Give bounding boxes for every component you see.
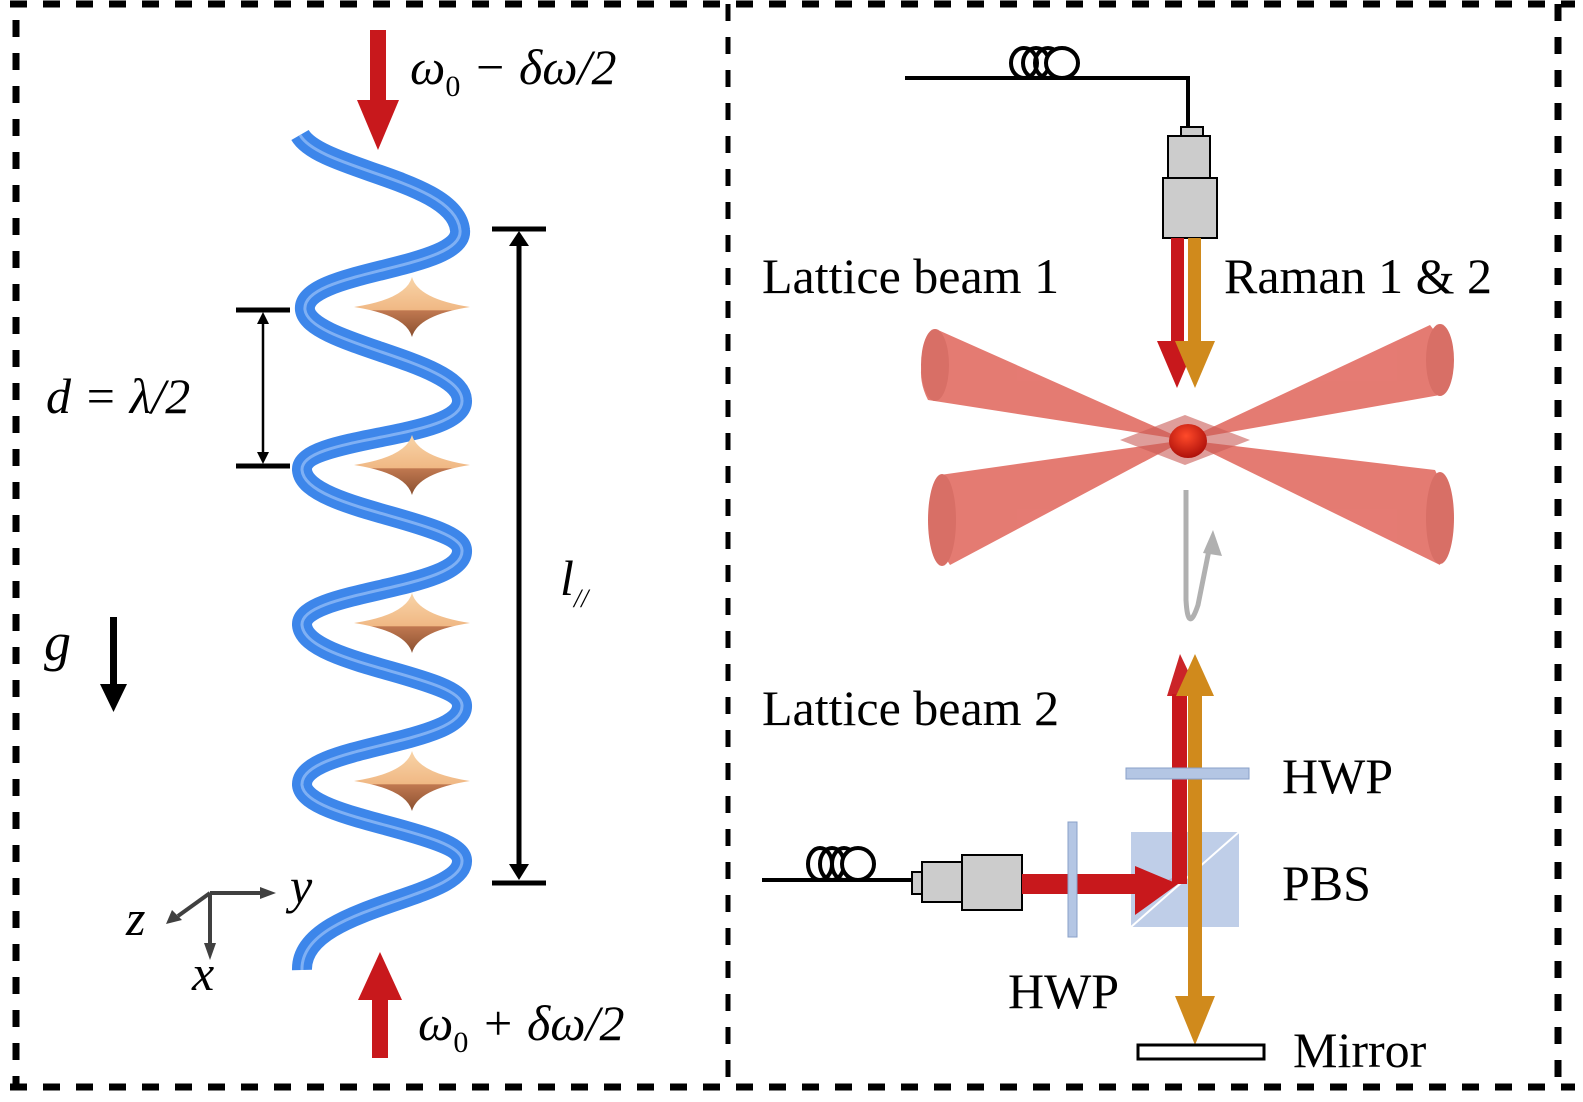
- top-beam-arrow: [357, 30, 399, 150]
- gravity-label: g: [44, 612, 71, 672]
- lattice-sites: [354, 277, 470, 811]
- spacing-label: d = λ/2: [46, 368, 190, 424]
- axis-y-label: y: [285, 858, 313, 914]
- raman-label: Raman 1 & 2: [1224, 248, 1492, 304]
- bottom-beam-arrow: [358, 952, 402, 1058]
- axis-z-label: z: [125, 890, 145, 946]
- spacing-bracket: [236, 307, 290, 469]
- left-panel: ω0 − δω/2 ω0 + δω/2 d = λ/2 l: [44, 30, 625, 1059]
- hwp-bottom: [1067, 821, 1078, 938]
- bottom-collimator: [911, 854, 1023, 911]
- length-label: l//: [560, 550, 591, 613]
- atom: [1169, 424, 1207, 458]
- raman-beam-in-pbs: [1188, 830, 1202, 930]
- lattice-beam-2-label: Lattice beam 2: [762, 680, 1059, 736]
- gravity-arrow: [100, 617, 127, 712]
- length-bracket: [492, 226, 546, 886]
- axis-x-label: x: [191, 945, 214, 1001]
- optical-lattice-helix: [291, 128, 472, 972]
- bottom-fiber: [762, 846, 912, 882]
- top-beam-label: ω0 − δω/2: [410, 39, 617, 103]
- hwp-top-label: HWP: [1282, 748, 1393, 804]
- lattice-site: [354, 751, 470, 811]
- top-fiber: [905, 46, 1190, 128]
- hwp-top: [1125, 767, 1250, 780]
- rotation-arrow: [1183, 490, 1222, 622]
- dashed-frame: [10, 0, 1575, 1091]
- bottom-beam-label: ω0 + δω/2: [418, 995, 625, 1059]
- helix-highlight: [298, 134, 464, 971]
- horizontal-lattice-beam: [1022, 866, 1178, 915]
- lattice-site: [354, 593, 470, 653]
- pbs-label: PBS: [1282, 855, 1371, 911]
- coordinate-axes: [166, 887, 276, 960]
- hwp-bottom-label: HWP: [1008, 963, 1119, 1019]
- crossed-beam-cones: [920, 324, 1454, 566]
- lattice-site: [354, 435, 470, 495]
- mirror-label: Mirror: [1293, 1022, 1427, 1078]
- right-panel: Lattice beam 1 Raman 1 & 2: [762, 46, 1492, 1078]
- mirror: [1136, 1043, 1266, 1061]
- down-raman-arrow: [1175, 238, 1215, 388]
- top-collimator: [1162, 126, 1218, 239]
- lattice-beam-in-pbs: [1172, 830, 1187, 884]
- lattice-site: [354, 277, 470, 337]
- lattice-beam-1-label: Lattice beam 1: [762, 248, 1059, 304]
